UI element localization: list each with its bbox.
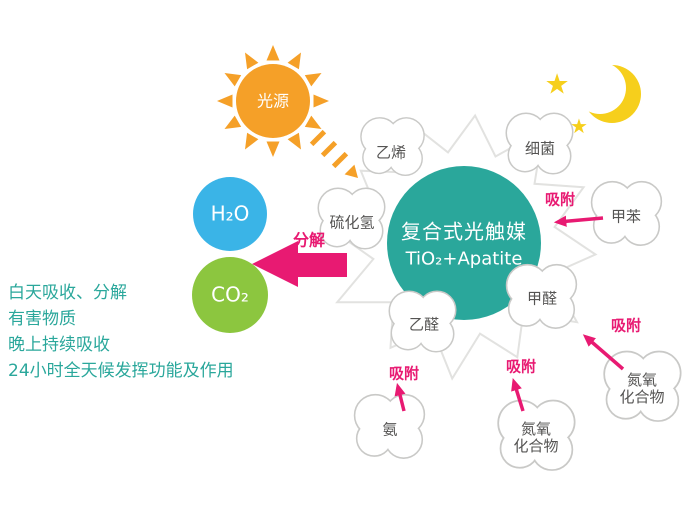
description-line: 白天吸收、分解 <box>8 283 127 303</box>
pollutant-label-nox-bottom: 氮氧 化合物 <box>513 420 559 455</box>
light-rays-icon <box>309 129 358 178</box>
pollutant-cloud <box>353 393 426 459</box>
adsorb-arrows <box>394 215 625 412</box>
pollutant-cloud <box>505 263 578 329</box>
star-icon: ★ <box>570 114 588 138</box>
description-line: 24小时全天候发挥功能及作用 <box>8 361 234 381</box>
photocatalyst-title: 复合式光触媒 <box>401 219 527 244</box>
adsorb-arrow-nox-bottom <box>511 377 525 412</box>
photocatalyst-subtitle: TiO₂+Apatite <box>405 248 523 270</box>
pollutant-label-nox-right: 氮氧 化合物 <box>619 371 665 406</box>
pollutant-label-formaldehyde: 甲醛 <box>526 289 558 308</box>
pollutant-cloud <box>603 350 682 422</box>
h2o-circle <box>193 177 267 251</box>
pollutant-cloud <box>505 112 574 175</box>
pollutant-label-ammonia: 氨 <box>382 420 398 439</box>
sun-body <box>236 64 310 138</box>
decompose-label: 分解 <box>292 230 326 250</box>
pollutant-cloud <box>497 399 576 471</box>
photocatalyst-circle <box>387 166 541 320</box>
co2-circle <box>192 257 268 333</box>
star-icon: ★ <box>544 67 570 101</box>
pollutant-cloud <box>388 290 457 353</box>
h2o-label: H₂O <box>210 201 250 226</box>
pollutant-label-bacteria: 细菌 <box>524 139 556 158</box>
pollutant-label-acetaldehyde: 乙醛 <box>408 315 440 334</box>
pollutant-cloud <box>590 180 663 246</box>
adsorb-arrow-toluene <box>553 215 604 227</box>
adsorb-label-nox-right: 吸附 <box>610 316 642 335</box>
sun-rays <box>217 45 329 157</box>
pollutant-cloud <box>317 187 386 250</box>
description-line: 晚上持续吸收 <box>8 335 110 355</box>
description-line: 有害物质 <box>8 309 76 329</box>
adsorb-arrow-nox-right <box>582 334 625 371</box>
sun-icon <box>217 45 329 157</box>
pollutant-cloud <box>360 117 425 177</box>
adsorb-label-ammonia: 吸附 <box>388 364 420 383</box>
pollutant-label-toluene: 甲苯 <box>610 207 642 226</box>
adsorb-arrow-ammonia <box>394 382 406 412</box>
decompose-arrow <box>252 241 347 287</box>
pollutant-label-h2s: 硫化氢 <box>329 213 375 232</box>
description-text: 白天吸收、分解 有害物质 晚上持续吸收 24小时全天候发挥功能及作用 <box>8 280 234 384</box>
adsorb-label-nox-bottom: 吸附 <box>505 357 537 376</box>
adsorb-label-toluene: 吸附 <box>544 190 576 209</box>
pollutant-clouds-layer <box>317 112 682 471</box>
co2-label: CO₂ <box>211 282 249 307</box>
moon-icon <box>574 62 641 123</box>
sun-label: 光源 <box>256 91 290 111</box>
pollutant-label-ethylene: 乙烯 <box>375 143 407 162</box>
